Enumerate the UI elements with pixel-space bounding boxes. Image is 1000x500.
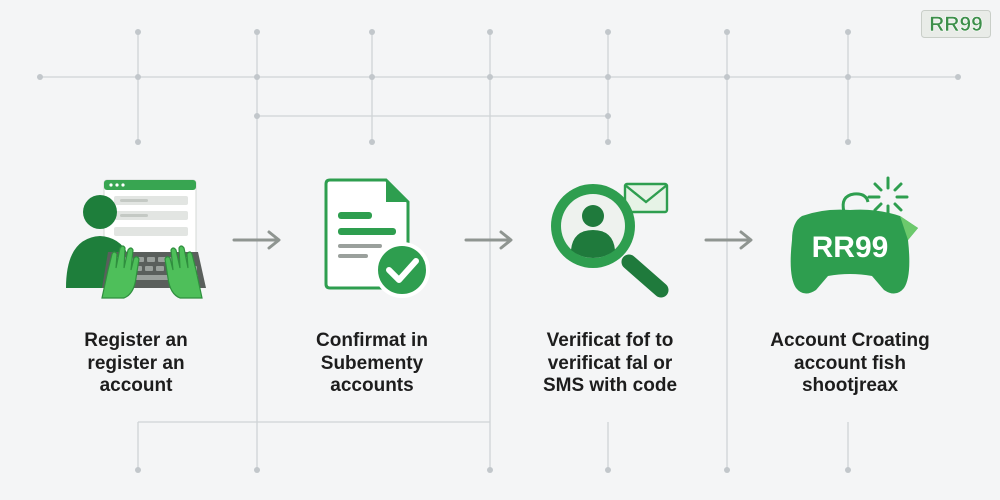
logo-text: RR99	[929, 13, 983, 36]
user-register-icon	[62, 178, 212, 300]
step-3-caption: Verificat fof to verificat fal or SMS wi…	[542, 330, 678, 396]
arrow-right-icon	[464, 230, 513, 250]
arrow-right-icon	[232, 230, 281, 250]
step-2-caption: Confirmat in Subementy accounts	[316, 330, 428, 396]
step-1-caption: Register an register an account	[84, 330, 188, 396]
sparkle-icon	[867, 176, 909, 218]
arrow-right-icon	[704, 230, 753, 250]
document-check-icon	[322, 178, 434, 300]
gamepad-badge-text: RR99	[812, 231, 889, 264]
step-4-caption: Account Croating account fish shootjreax	[770, 330, 930, 396]
brand-logo: RR99	[921, 10, 991, 38]
gamepad-icon: RR99	[780, 176, 920, 300]
magnifier-user-mail-icon	[543, 180, 673, 302]
mail-icon	[623, 182, 669, 214]
